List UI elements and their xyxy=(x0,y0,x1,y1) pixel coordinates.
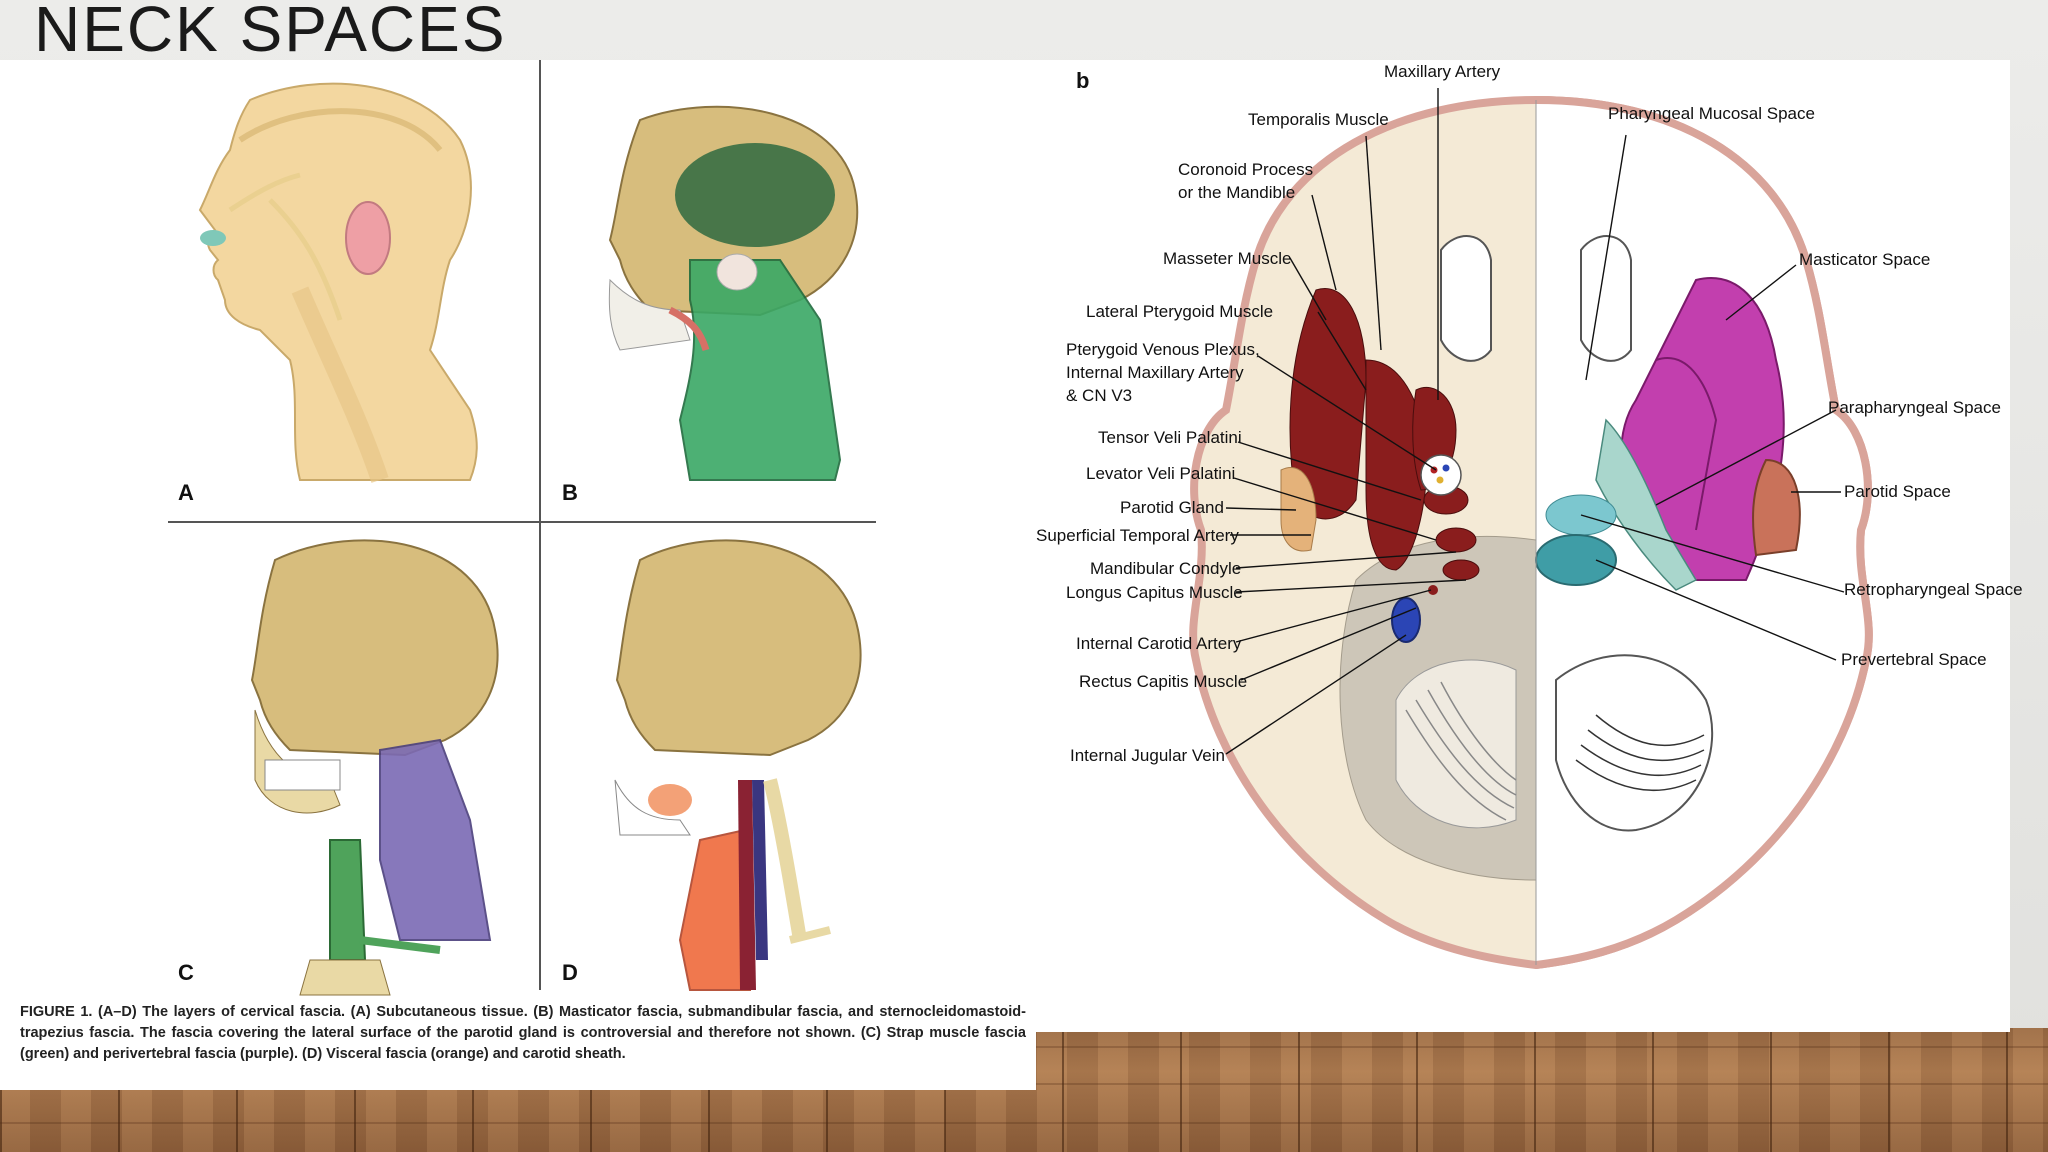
figure-caption: FIGURE 1. (A–D) The layers of cervical f… xyxy=(20,1004,1026,1062)
panel-label-b-lower: b xyxy=(1076,68,1090,93)
panel-b-skull-illustration xyxy=(608,105,859,481)
label-longus-capitus-muscle: Longus Capitus Muscle xyxy=(1066,583,1243,602)
neck-spaces-cross-section-figure: b Maxillary Artery Temporalis Muscle Cor… xyxy=(1036,60,2023,1032)
label-pterygoid-venous-plexus: Pterygoid Venous Plexus, Internal Maxill… xyxy=(1066,340,1260,405)
label-mandibular-condyle: Mandibular Condyle xyxy=(1090,559,1242,578)
label-prevertebral-space: Prevertebral Space xyxy=(1841,650,1987,669)
label-coronoid-process: Coronoid Process or the Mandible xyxy=(1178,160,1314,202)
label-levator-veli-palatini: Levator Veli Palatini xyxy=(1086,464,1236,483)
panel-c-skull-illustration xyxy=(250,539,499,996)
label-tensor-veli-palatini: Tensor Veli Palatini xyxy=(1098,428,1242,447)
label-retropharyngeal-space: Retropharyngeal Space xyxy=(1844,580,2023,599)
label-internal-carotid-artery: Internal Carotid Artery xyxy=(1076,634,1242,653)
label-maxillary-artery: Maxillary Artery xyxy=(1384,62,1501,81)
label-masseter-muscle: Masseter Muscle xyxy=(1163,249,1292,268)
cervical-fascia-figure: A B C D FIGURE 1. (A–D) The layers of ce… xyxy=(0,60,1036,1090)
label-parapharyngeal-space: Parapharyngeal Space xyxy=(1828,398,2001,417)
fascia-illustrations xyxy=(168,60,876,996)
label-parotid-gland: Parotid Gland xyxy=(1120,498,1224,517)
label-pharyngeal-mucosal-space: Pharyngeal Mucosal Space xyxy=(1608,104,1815,123)
panel-label-a: A xyxy=(178,480,194,505)
panel-label-d: D xyxy=(562,960,578,985)
label-lateral-pterygoid-muscle: Lateral Pterygoid Muscle xyxy=(1086,302,1274,321)
panel-d-skull-illustration xyxy=(614,539,862,991)
label-internal-jugular-vein: Internal Jugular Vein xyxy=(1070,746,1225,765)
label-masticator-space: Masticator Space xyxy=(1799,250,1931,269)
label-superficial-temporal-artery: Superficial Temporal Artery xyxy=(1036,526,1239,545)
panel-a-head-illustration xyxy=(198,82,478,483)
label-rectus-capitis-muscle: Rectus Capitis Muscle xyxy=(1079,672,1248,691)
axial-cross-section-diagram xyxy=(1189,88,1873,970)
panel-label-b: B xyxy=(562,480,578,505)
label-temporalis-muscle: Temporalis Muscle xyxy=(1248,110,1389,129)
panel-label-c: C xyxy=(178,960,194,985)
label-parotid-space: Parotid Space xyxy=(1844,482,1951,501)
slide-title: NECK SPACES xyxy=(34,0,507,65)
